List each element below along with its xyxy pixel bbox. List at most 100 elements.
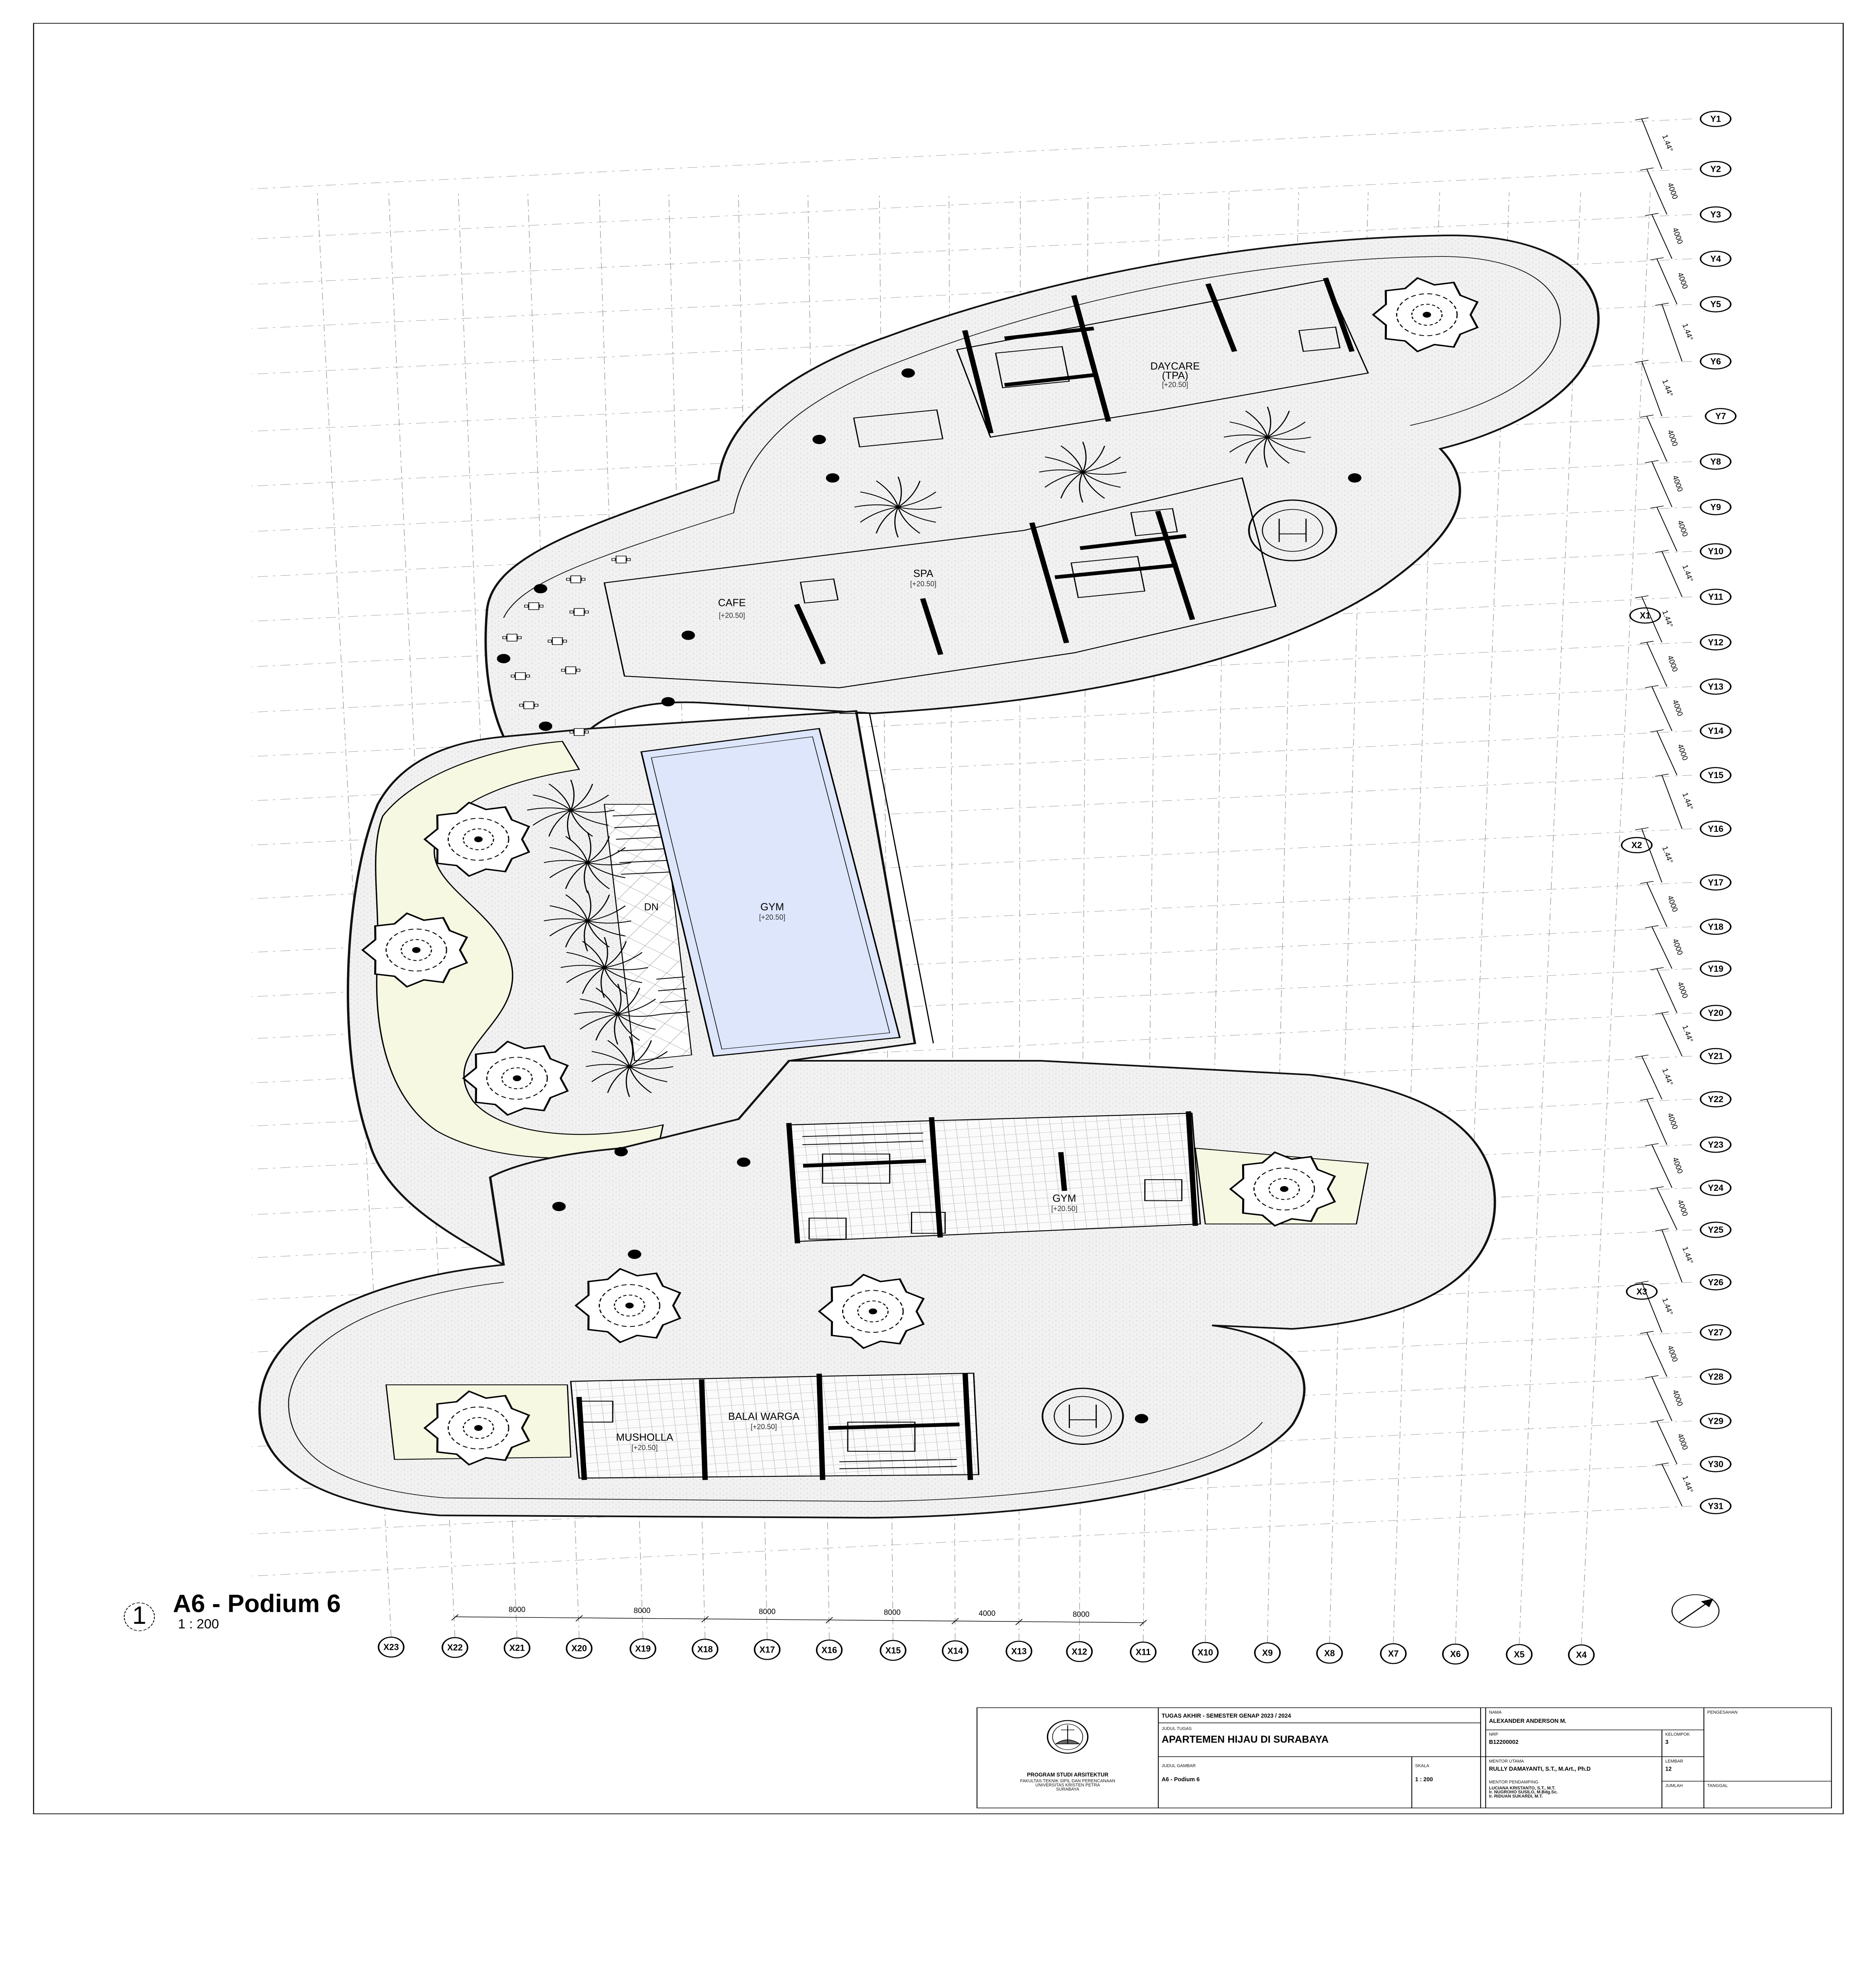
- dimension-tick: [451, 1614, 459, 1621]
- dimension-line: [1651, 1376, 1673, 1421]
- grid-bubble-label: X14: [947, 1646, 963, 1656]
- course-name: TUGAS AKHIR - SEMESTER GENAP 2023 / 2024: [1162, 1713, 1291, 1719]
- grid-bubble-circle: [1700, 1005, 1732, 1021]
- palm-frond: [1082, 441, 1087, 472]
- dimension-line: [1656, 258, 1677, 305]
- grid-line-y: [252, 1506, 1692, 1576]
- palm-frond: [614, 1014, 619, 1045]
- group-label: KELOMPOK: [1665, 1732, 1690, 1737]
- palm-frond: [604, 941, 627, 968]
- dimension-label: 4000: [1671, 474, 1684, 493]
- dimension-label: 4000: [1671, 1156, 1684, 1175]
- round-column: [552, 1202, 566, 1211]
- grid-bubble-label: X6: [1450, 1649, 1461, 1659]
- room-level: [+20.50]: [1162, 381, 1188, 388]
- dimension-label: 8000: [634, 1607, 650, 1615]
- grid-bubble-y25: Y25: [1700, 1221, 1732, 1238]
- palm-frond: [548, 783, 571, 810]
- dimension-line: [1661, 1464, 1683, 1507]
- grid-bubble-label: Y6: [1710, 356, 1721, 366]
- cafe-table-icon: [612, 555, 631, 563]
- room-gym-pool[interactable]: GYM [+20.50]: [759, 901, 785, 921]
- tree-texture: [1253, 1167, 1315, 1211]
- grid-bubble-y16: Y16: [1700, 821, 1732, 837]
- sheet-label: LEMBAR: [1665, 1759, 1683, 1764]
- mentor-label: MENTOR UTAMA: [1489, 1759, 1524, 1764]
- grid-bubble-label: Y30: [1708, 1459, 1723, 1469]
- stair-label: DN: [644, 902, 659, 913]
- palm-tree-icon: [560, 937, 648, 998]
- dimension-label: 4000: [1676, 1433, 1689, 1451]
- grid-bubble-x14: X14: [942, 1640, 969, 1662]
- palm-frond: [1039, 469, 1083, 473]
- tree-trunk: [513, 1075, 521, 1081]
- dimension-label: 4000: [1671, 227, 1684, 245]
- palm-frond: [595, 1013, 618, 1041]
- north-wing: [484, 235, 1600, 738]
- sheet-value: 12: [1665, 1766, 1672, 1772]
- grid-bubble-y7: Y7: [1705, 408, 1737, 425]
- grid-bubble-y18: Y18: [1700, 918, 1732, 935]
- room-spa[interactable]: SPA [+20.50]: [910, 567, 936, 588]
- tree-texture: [1268, 1178, 1300, 1200]
- grid-bubble-label: X4: [1576, 1650, 1587, 1660]
- tree-icon: [818, 1274, 925, 1349]
- dimension-tick: [1650, 505, 1664, 509]
- palm-frond: [595, 987, 619, 1014]
- dimension-tick: [1655, 1462, 1669, 1466]
- grid-bubble-x10: X10: [1192, 1642, 1219, 1663]
- chair: [584, 730, 589, 734]
- grid-bubble-y27: Y27: [1700, 1324, 1732, 1341]
- grid-bubble-x8: X8: [1316, 1642, 1343, 1664]
- dimension-line: [1651, 461, 1673, 507]
- palm-tree-icon: [1039, 441, 1127, 503]
- dimension-tick: [1635, 117, 1649, 120]
- room-name: SPA: [913, 567, 934, 579]
- grid-bubble-x6: X6: [1442, 1643, 1469, 1665]
- grid-bubble-y13: Y13: [1700, 678, 1732, 695]
- room-gym[interactable]: GYM [+20.50]: [1051, 1192, 1078, 1213]
- dimension-line: [1646, 169, 1668, 215]
- community-block: [570, 1373, 980, 1479]
- dimension-line: [1646, 642, 1668, 687]
- room-daycare[interactable]: DAYCARE (TPA) [+20.50]: [1150, 360, 1200, 388]
- swimming-pool[interactable]: [640, 728, 901, 1057]
- chair: [569, 730, 574, 734]
- palm-frond: [549, 920, 588, 936]
- nrp-label: NRP: [1489, 1732, 1498, 1737]
- grid-bubble-circle: [1130, 1641, 1157, 1663]
- round-column: [901, 368, 915, 378]
- dimension-line: [1661, 1229, 1683, 1283]
- grid-bubble-circle: [691, 1639, 718, 1660]
- round-column: [539, 721, 553, 731]
- grid-bubble-circle: [1700, 1498, 1732, 1514]
- round-column: [661, 697, 675, 707]
- grid-bubble-circle: [629, 1638, 656, 1659]
- dimension-label: 4000: [979, 1609, 995, 1618]
- cafe-table-icon: [502, 634, 522, 642]
- grid-bubble-circle: [1700, 206, 1732, 223]
- room-name: DAYCARE: [1150, 360, 1200, 372]
- grid-bubble-y20: Y20: [1700, 1005, 1732, 1021]
- chair: [539, 605, 544, 608]
- round-column: [737, 1157, 751, 1167]
- palm-trees: [527, 406, 1311, 1097]
- chair: [569, 610, 574, 613]
- planter-west: [375, 741, 664, 1159]
- room-cafe[interactable]: CAFE [+20.50]: [718, 597, 746, 619]
- room-musholla[interactable]: MUSHOLLA [+20.50]: [616, 1431, 673, 1452]
- room-level: [+20.50]: [631, 1444, 658, 1452]
- dimension-line: [1656, 731, 1677, 775]
- grid-bubble-circle: [1621, 837, 1653, 853]
- grid-bubble-label: X11: [1136, 1647, 1151, 1657]
- dimension-label: 1.44°: [1660, 378, 1674, 398]
- palm-frond: [1229, 421, 1268, 438]
- co-mentor-name: Ir. RIDUAN SUKARDI, M.T.: [1489, 1794, 1543, 1799]
- grid-bubble-circle: [566, 1638, 593, 1659]
- dimension-label: 1.44°: [1681, 792, 1695, 811]
- grid-bubble-label: X10: [1198, 1647, 1213, 1657]
- palm-frond: [897, 507, 920, 534]
- palm-frond: [582, 941, 605, 968]
- room-balai-warga[interactable]: BALAI WARGA [+20.50]: [728, 1410, 800, 1431]
- grid-bubble-circle: [1700, 1274, 1732, 1291]
